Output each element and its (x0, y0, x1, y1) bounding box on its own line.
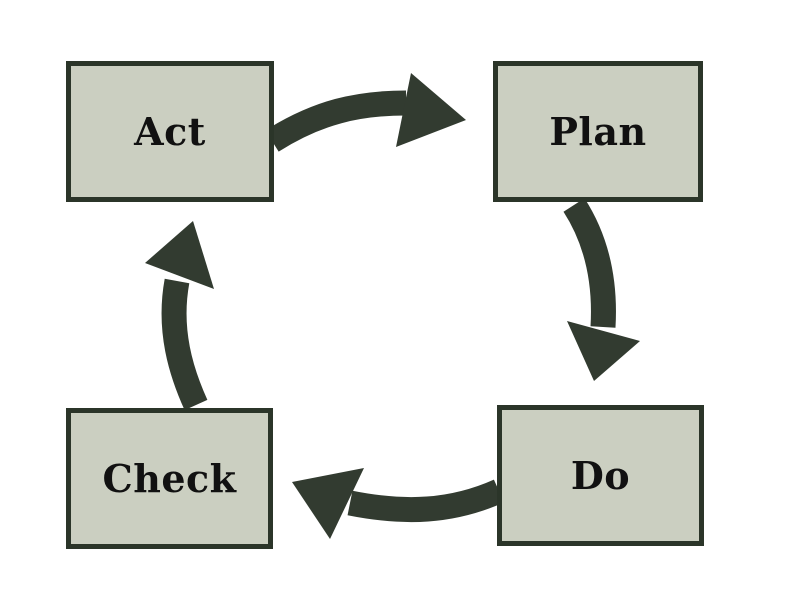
node-do: Do (497, 405, 704, 546)
arrow-do-to-check-band (347, 479, 505, 523)
node-check: Check (66, 408, 273, 549)
arrow-check-to-act-icon (145, 221, 214, 411)
node-act: Act (66, 61, 274, 202)
arrow-plan-to-do-head (567, 321, 640, 381)
arrow-plan-to-do-icon (563, 198, 640, 381)
arrow-check-to-act-band (161, 278, 208, 411)
arrow-do-to-check-icon (292, 468, 505, 539)
node-plan: Plan (493, 61, 703, 202)
arrow-plan-to-do-band (563, 198, 616, 328)
node-check-label: Check (102, 455, 237, 501)
arrow-do-to-check-head (292, 468, 364, 539)
arrow-act-to-plan-head (396, 73, 466, 147)
node-plan-label: Plan (549, 108, 647, 154)
node-act-label: Act (134, 108, 206, 154)
arrow-check-to-act-head (145, 221, 214, 289)
node-do-label: Do (570, 452, 631, 498)
arrow-act-to-plan-band (265, 90, 407, 152)
arrow-act-to-plan-icon (265, 73, 466, 152)
